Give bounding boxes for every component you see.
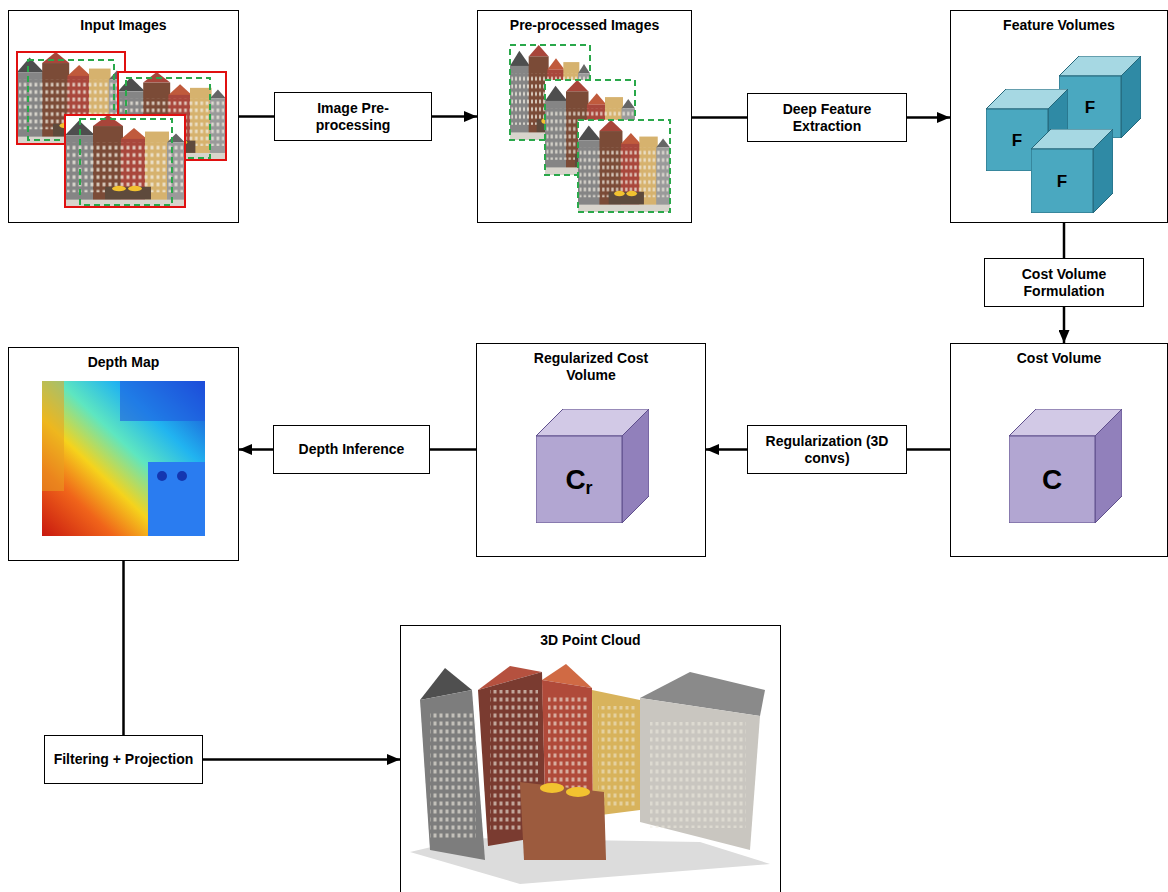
depth-region <box>148 462 205 536</box>
process-label: Image Pre-processing <box>283 100 423 134</box>
cube-front: C <box>1009 436 1095 523</box>
process-label: Cost Volume Formulation <box>993 266 1135 300</box>
cube-label: F <box>1012 132 1022 149</box>
cube-subscript: r <box>586 479 593 497</box>
cube-face <box>1121 56 1141 138</box>
cube-face <box>1095 409 1122 523</box>
building <box>520 782 606 860</box>
cube-face <box>1093 129 1113 213</box>
cube-label: C <box>565 466 585 494</box>
cube-shape <box>1031 129 1113 213</box>
panel-title: Depth Map <box>9 354 238 371</box>
volume-cube: F <box>1059 56 1141 138</box>
flow-arrow <box>706 448 747 451</box>
umbrella <box>540 783 564 793</box>
cube-shape <box>536 409 649 523</box>
flow-arrow <box>1063 307 1066 343</box>
photo-border <box>65 115 185 207</box>
panel-title: Input Images <box>9 17 238 34</box>
depth-region <box>120 381 205 421</box>
process-box: Deep Feature Extraction <box>747 93 907 142</box>
volume-cube: C <box>1009 409 1122 523</box>
flow-arrow <box>1063 223 1066 258</box>
cube-face <box>622 409 649 523</box>
cube-label: C <box>1042 466 1062 494</box>
photo <box>65 115 185 207</box>
building <box>420 690 485 860</box>
process-box: Image Pre-processing <box>274 92 432 141</box>
depth-blob <box>157 471 167 481</box>
umbrella <box>566 787 590 797</box>
flow-arrow <box>239 115 274 118</box>
panel-title: Cost Volume <box>951 350 1167 367</box>
depth-region <box>42 381 64 491</box>
windows <box>650 722 746 828</box>
process-label: Deep Feature Extraction <box>756 101 898 135</box>
depth-map-image <box>42 381 205 536</box>
crop-box <box>578 120 670 212</box>
process-box: Filtering + Projection <box>44 735 203 784</box>
stage-panel: Input Images <box>8 10 239 223</box>
point-cloud-image <box>410 664 770 884</box>
input-photos <box>17 52 226 207</box>
panel-title: 3D Point Cloud <box>401 632 780 649</box>
cube-face <box>536 436 622 523</box>
panel-title: Pre-processed Images <box>478 17 691 34</box>
flow-arrow <box>430 448 476 451</box>
volume-cube: Cr <box>536 409 649 523</box>
stage-panel: C Cost Volume <box>950 343 1168 557</box>
process-box: Regularization (3D convs) <box>747 425 907 474</box>
flow-arrow <box>432 115 477 118</box>
flow-arrow <box>907 116 950 119</box>
cube-label: F <box>1085 99 1095 116</box>
cube-face <box>1009 436 1095 523</box>
stage-panel: Depth Map <box>8 347 239 561</box>
panel-title: Regularized Cost Volume <box>516 350 666 384</box>
flow-arrow <box>203 758 400 761</box>
process-label: Regularization (3D convs) <box>756 433 898 467</box>
flow-arrow <box>239 448 273 451</box>
flow-arrow <box>692 116 747 119</box>
windows <box>598 706 636 806</box>
process-label: Depth Inference <box>299 441 405 458</box>
stage-panel: Cr Regularized Cost Volume <box>476 343 706 557</box>
panel-title: Feature Volumes <box>951 17 1167 34</box>
volume-cube: F <box>1031 129 1113 213</box>
stage-panel: F F F Feature Volumes <box>950 10 1168 223</box>
process-label: Filtering + Projection <box>54 751 194 768</box>
cube-front: Cr <box>536 436 622 523</box>
cube-shape <box>1009 409 1122 523</box>
process-box: Cost Volume Formulation <box>984 258 1144 307</box>
depth-blob <box>177 471 187 481</box>
process-box: Depth Inference <box>273 425 430 474</box>
cube-shape <box>1059 56 1141 138</box>
flow-arrow <box>907 448 950 451</box>
cube-label: F <box>1057 173 1067 190</box>
cube-face <box>1031 149 1093 213</box>
photo <box>578 120 670 212</box>
cube-front: F <box>1031 149 1093 213</box>
flow-arrow <box>122 561 125 735</box>
stage-panel: 3D Point Cloud <box>400 625 781 892</box>
windows <box>430 712 476 840</box>
building <box>640 698 760 850</box>
depth-gradient <box>42 381 205 536</box>
preprocessed-photos <box>510 45 670 212</box>
stage-panel: Pre-processed Images <box>477 10 692 223</box>
crop-box <box>80 119 172 205</box>
